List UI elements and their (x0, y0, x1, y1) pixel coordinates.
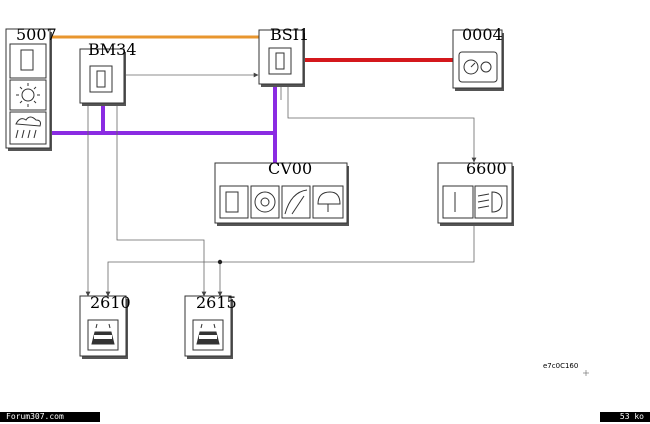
wire-bm34-2615 (116, 104, 207, 297)
node-5007: 5007 (5, 25, 57, 151)
label-2610: 2610 (90, 293, 131, 312)
label-bsi1: BSI1 (270, 25, 309, 44)
node-bsi1: BSI1 (258, 25, 309, 87)
ecu-icon (89, 65, 113, 93)
purple-bus (50, 86, 277, 163)
wire-6600-2610 (105, 224, 475, 297)
ecu-icon (9, 43, 47, 79)
crosshair-icon (583, 370, 589, 376)
headlamp-beam-icon (474, 185, 508, 219)
ecu-icon (268, 47, 292, 75)
diagram-code: e7c0C160 (543, 362, 578, 370)
ecu-icon (442, 185, 474, 219)
label-6600: 6600 (466, 159, 507, 178)
ecu-icon (219, 185, 249, 219)
node-6600: 6600 (437, 159, 514, 226)
junction-dot (217, 259, 223, 265)
node-2610: 2610 (79, 293, 131, 359)
footer-right: 53 ko (600, 412, 650, 422)
label-bm34: BM34 (88, 40, 137, 59)
node-cv00: CV00 (214, 159, 349, 226)
instrument-cluster-icon (458, 51, 498, 83)
label-2615: 2615 (196, 293, 237, 312)
headlamp-icon (312, 185, 344, 219)
node-0004: 0004 (452, 25, 504, 91)
label-0004: 0004 (462, 25, 503, 44)
footer-left: Forum307.com (0, 412, 100, 422)
label-5007: 5007 (16, 25, 57, 44)
node-bm34: BM34 (79, 40, 137, 106)
wire-bsi1-6600 (287, 86, 477, 163)
wiper-icon (281, 185, 311, 219)
car-lamp-icon (87, 319, 119, 351)
node-2615: 2615 (184, 293, 237, 359)
sun-icon (9, 79, 47, 111)
switch-icon (250, 185, 280, 219)
label-cv00: CV00 (268, 159, 312, 178)
rain-icon (9, 111, 47, 145)
car-lamp-icon (192, 319, 224, 351)
